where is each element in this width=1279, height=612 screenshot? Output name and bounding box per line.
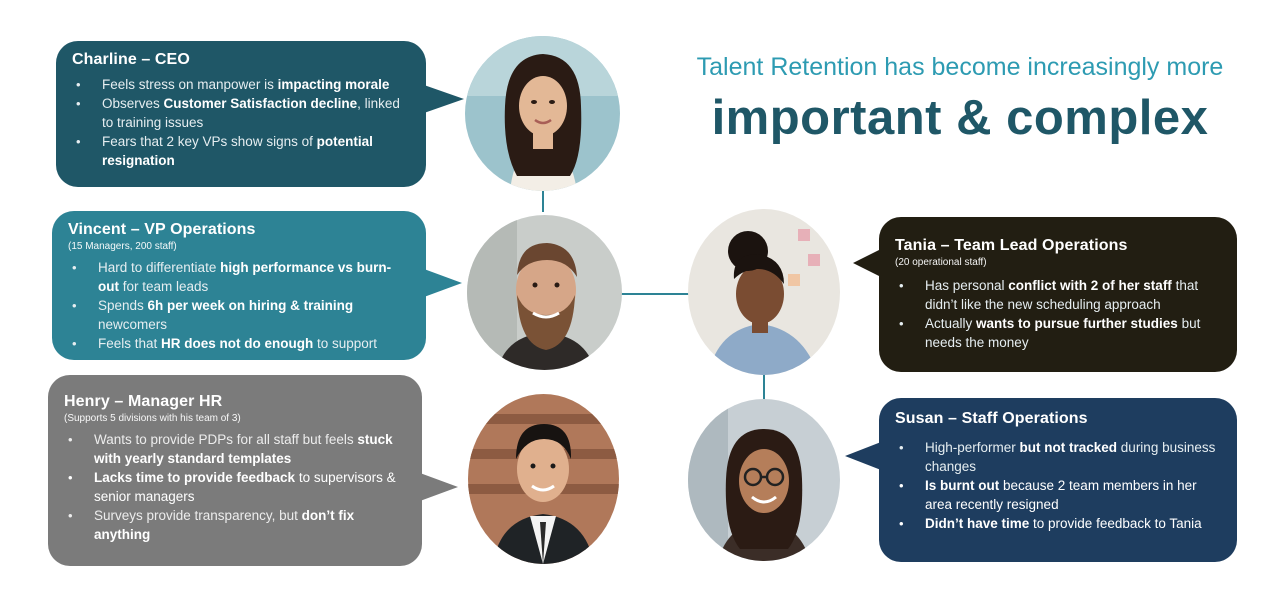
list-item: Surveys provide transparency, but don’t …: [64, 506, 406, 544]
persona-subtitle: (Supports 5 divisions with his team of 3…: [64, 413, 241, 424]
persona-name: Tania – Team Lead Operations: [895, 237, 1128, 254]
henry-portrait: [468, 394, 619, 564]
speech-tail: [424, 269, 462, 297]
headline-title: important & complex: [711, 91, 1209, 145]
persona-name: Henry – Manager HR: [64, 393, 223, 410]
speech-tail: [424, 85, 464, 113]
list-item: Spends 6h per week on hiring & training …: [68, 296, 410, 334]
list-item: Lacks time to provide feedback to superv…: [64, 468, 406, 506]
tania-portrait: [688, 209, 840, 375]
persona-card-tania: Tania – Team Lead Operations (20 operati…: [853, 217, 1237, 372]
persona-subtitle: (15 Managers, 200 staff): [68, 241, 177, 252]
persona-name: Charline – CEO: [72, 51, 190, 68]
list-item: Feels stress on manpower is impacting mo…: [72, 75, 410, 94]
persona-card-vincent: Vincent – VP Operations (15 Managers, 20…: [52, 211, 462, 360]
persona-card-charline: Charline – CEO Feels stress on manpower …: [56, 41, 464, 187]
persona-points: High-performer but not tracked during bu…: [895, 438, 1221, 533]
list-item: Is burnt out because 2 team members in h…: [895, 476, 1221, 514]
vincent-portrait: [467, 215, 622, 370]
list-item: Feels that HR does not do enough to supp…: [68, 334, 410, 353]
list-item: Wants to provide PDPs for all staff but …: [64, 430, 406, 468]
persona-name: Susan – Staff Operations: [895, 410, 1088, 427]
connector-vincent-tania: [618, 293, 690, 295]
persona-card-henry: Henry – Manager HR (Supports 5 divisions…: [48, 375, 458, 566]
list-item: High-performer but not tracked during bu…: [895, 438, 1221, 476]
list-item: Didn’t have time to provide feedback to …: [895, 514, 1221, 533]
persona-subtitle: (20 operational staff): [895, 257, 987, 268]
persona-card-susan: Susan – Staff Operations High-performer …: [845, 398, 1237, 562]
persona-points: Hard to differentiate high performance v…: [68, 258, 410, 353]
persona-points: Wants to provide PDPs for all staff but …: [64, 430, 406, 544]
charline-portrait: [465, 36, 620, 191]
persona-name: Vincent – VP Operations: [68, 221, 256, 238]
speech-tail: [420, 473, 458, 501]
susan-portrait: [688, 399, 840, 561]
list-item: Has personal conflict with 2 of her staf…: [895, 276, 1221, 314]
speech-tail: [853, 249, 881, 277]
headline-subtitle: Talent Retention has become increasingly…: [696, 53, 1224, 81]
connector-tania-susan: [763, 374, 765, 400]
persona-points: Feels stress on manpower is impacting mo…: [72, 75, 410, 170]
list-item: Fears that 2 key VPs show signs of poten…: [72, 132, 410, 170]
list-item: Hard to differentiate high performance v…: [68, 258, 410, 296]
speech-tail: [845, 442, 881, 470]
connector-charline-vincent: [542, 186, 544, 212]
list-item: Observes Customer Satisfaction decline, …: [72, 94, 410, 132]
persona-points: Has personal conflict with 2 of her staf…: [895, 276, 1221, 352]
list-item: Actually wants to pursue further studies…: [895, 314, 1221, 352]
